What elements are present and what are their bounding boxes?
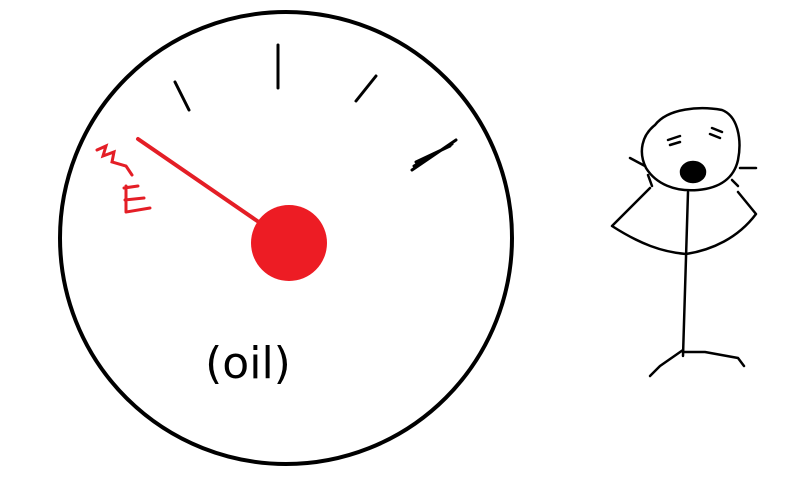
gauge-tick-full: [410, 138, 458, 172]
stick-figure-icon: [610, 107, 758, 378]
gauge-tick: [354, 74, 378, 103]
figure-legs: [648, 348, 746, 378]
figure-right-cheek: [730, 166, 758, 188]
gauge-hub: [251, 205, 327, 281]
empty-mark: [95, 143, 152, 214]
gauge-label: (oil): [205, 338, 291, 389]
figure-left-cheek: [628, 156, 654, 188]
gauge-ticks: [173, 43, 458, 172]
gauge-tick: [173, 80, 191, 112]
empty-letter-e: [122, 184, 152, 214]
figure-body: [681, 190, 690, 358]
empty-tick-scribble: [95, 143, 134, 177]
figure-arms: [610, 186, 758, 256]
figure-left-eye: [666, 134, 682, 147]
oil-gauge: (oil): [58, 10, 514, 466]
figure-mouth: [679, 160, 707, 184]
figure-right-eye: [708, 126, 724, 140]
